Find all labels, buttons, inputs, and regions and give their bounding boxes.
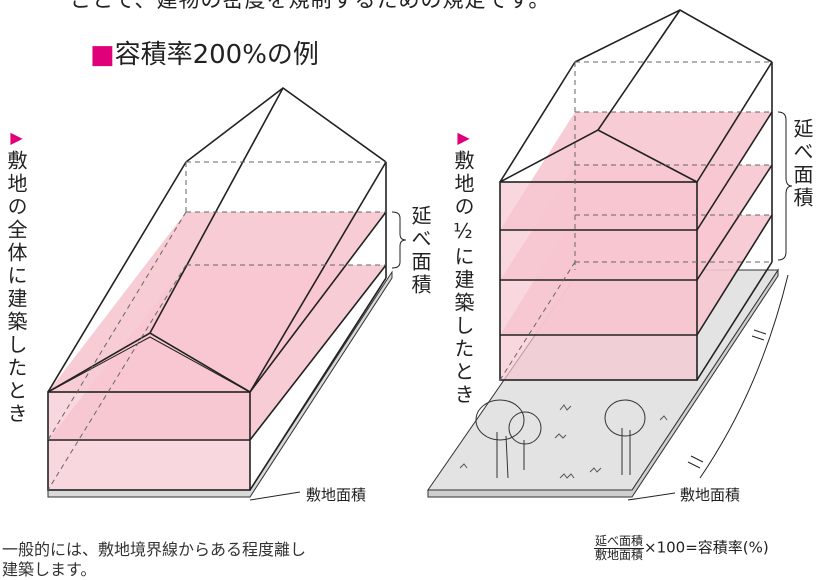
left-floor-front-2: [48, 392, 250, 440]
tree-icon: [604, 399, 646, 475]
right-side-label-fraction: ½: [451, 219, 475, 246]
left-floor-front-1: [48, 440, 250, 490]
intro-text: ことで、建物の密度を規制するための規定です。: [70, 0, 551, 12]
title-marker: ■: [90, 40, 115, 70]
left-side-label: ▶敷地の全体に建築したとき: [4, 128, 28, 426]
left-floor-area-label: 延べ面積: [408, 205, 432, 297]
tree-icon: [475, 399, 542, 479]
caption-line-2: 建築します。: [2, 560, 97, 579]
formula-rest: ×100=容積率(%): [644, 538, 769, 557]
marker-arrow-icon: ▶: [7, 128, 26, 150]
right-side-label-part2: に建築したとき: [451, 246, 475, 407]
right-floor-brace: [777, 111, 793, 261]
formula-numerator: 延べ面積: [594, 534, 645, 549]
right-building: [427, 9, 793, 501]
right-side-label-part1: 敷地の: [451, 150, 475, 219]
left-building: [47, 87, 407, 501]
figure-title: ■容積率200%の例: [90, 34, 319, 71]
left-side-label-text: 敷地の全体に建築したとき: [4, 150, 28, 426]
right-side-label: ▶敷地の½に建築したとき: [451, 128, 475, 407]
formula-fraction: 延べ面積 敷地面積: [594, 534, 645, 562]
figure-title-text: 容積率200%の例: [114, 40, 319, 70]
right-floor-area-label: 延べ面積: [790, 118, 814, 210]
ratio-formula: 延べ面積 敷地面積 ×100=容積率(%): [594, 535, 769, 561]
caption-line-1: 一般的には、敷地境界線からある程度離し: [2, 540, 307, 559]
left-site-area-label: 敷地面積: [306, 486, 367, 504]
formula-denominator: 敷地面積: [595, 547, 644, 562]
marker-arrow-icon: ▶: [454, 128, 473, 150]
left-floor-brace: [391, 211, 407, 269]
right-site-area-label: 敷地面積: [680, 486, 741, 504]
